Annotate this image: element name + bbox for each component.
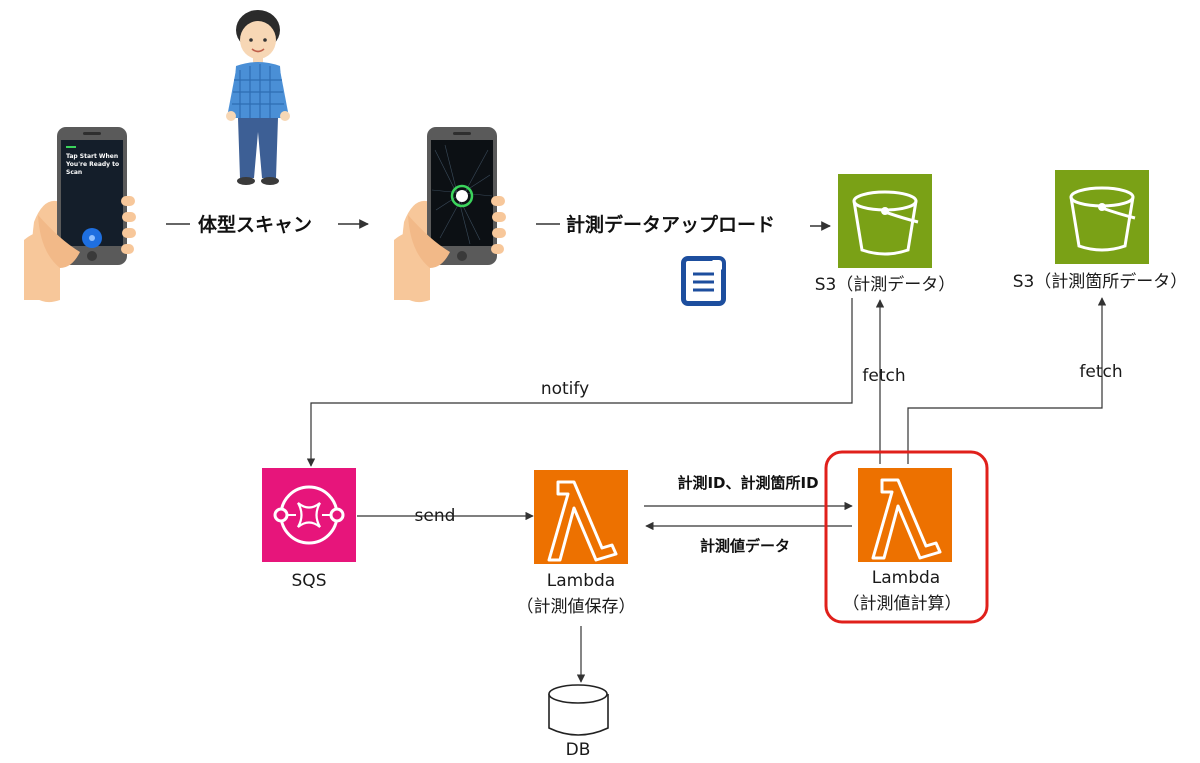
highlight-frame [824, 450, 989, 624]
person-illustration [226, 10, 290, 185]
upload-label: 計測データアップロード [566, 213, 775, 236]
phone-screen-line1: Tap Start When [66, 153, 118, 160]
scan-flow-arrow: 体型スキャン [166, 213, 369, 236]
lambda-calc-desc: （計測値計算） [843, 594, 962, 614]
fetch-data-connector: fetch [862, 299, 906, 464]
send-connector: send [357, 506, 534, 526]
ids-label: 計測ID、計測箇所ID [677, 474, 818, 492]
s3-location-data-node: S3（計測箇所データ） [1013, 170, 1188, 292]
sqs-label: SQS [292, 571, 327, 591]
s3-location-data-label: S3（計測箇所データ） [1013, 271, 1188, 292]
lambda-save-name: Lambda [547, 571, 615, 591]
bucket-icon [852, 190, 919, 256]
result-connector: 計測値データ [645, 521, 852, 555]
upload-flow-arrow: 計測データアップロード [536, 213, 831, 236]
fetch-data-label: fetch [862, 366, 905, 386]
send-label: send [415, 506, 456, 526]
fetch-location-label: fetch [1079, 362, 1122, 382]
fetch-location-connector: fetch [907, 297, 1123, 464]
ids-connector: 計測ID、計測箇所ID [644, 474, 853, 511]
result-label: 計測値データ [700, 537, 790, 555]
phone-screen-line3: Scan [66, 169, 82, 176]
bucket-icon [1069, 186, 1136, 252]
db-label: DB [566, 740, 591, 760]
phone-screen-line2: You're Ready to [65, 161, 119, 168]
lambda-save-desc: （計測値保存） [517, 597, 636, 617]
lambda-icon [547, 480, 618, 562]
database-icon [548, 684, 609, 736]
scan-label: 体型スキャン [198, 213, 312, 236]
lambda-calc-name: Lambda [872, 568, 940, 588]
db-node: DB [548, 684, 609, 760]
sqs-node: SQS [262, 468, 356, 591]
notify-connector: notify [306, 298, 853, 467]
lambda-calc-node: Lambda （計測値計算） [824, 450, 989, 624]
phone-scanning [394, 127, 506, 303]
lambda-save-node: Lambda （計測値保存） [517, 470, 636, 617]
phone-scan-start: Tap Start When You're Ready to Scan [24, 127, 136, 303]
s3-measurement-data-label: S3（計測データ） [815, 274, 956, 295]
s3-measurement-data-node: S3（計測データ） [815, 174, 956, 295]
lambda-icon [871, 478, 942, 560]
notify-label: notify [541, 379, 589, 399]
sqs-icon [273, 485, 345, 545]
document-icon [681, 256, 726, 306]
